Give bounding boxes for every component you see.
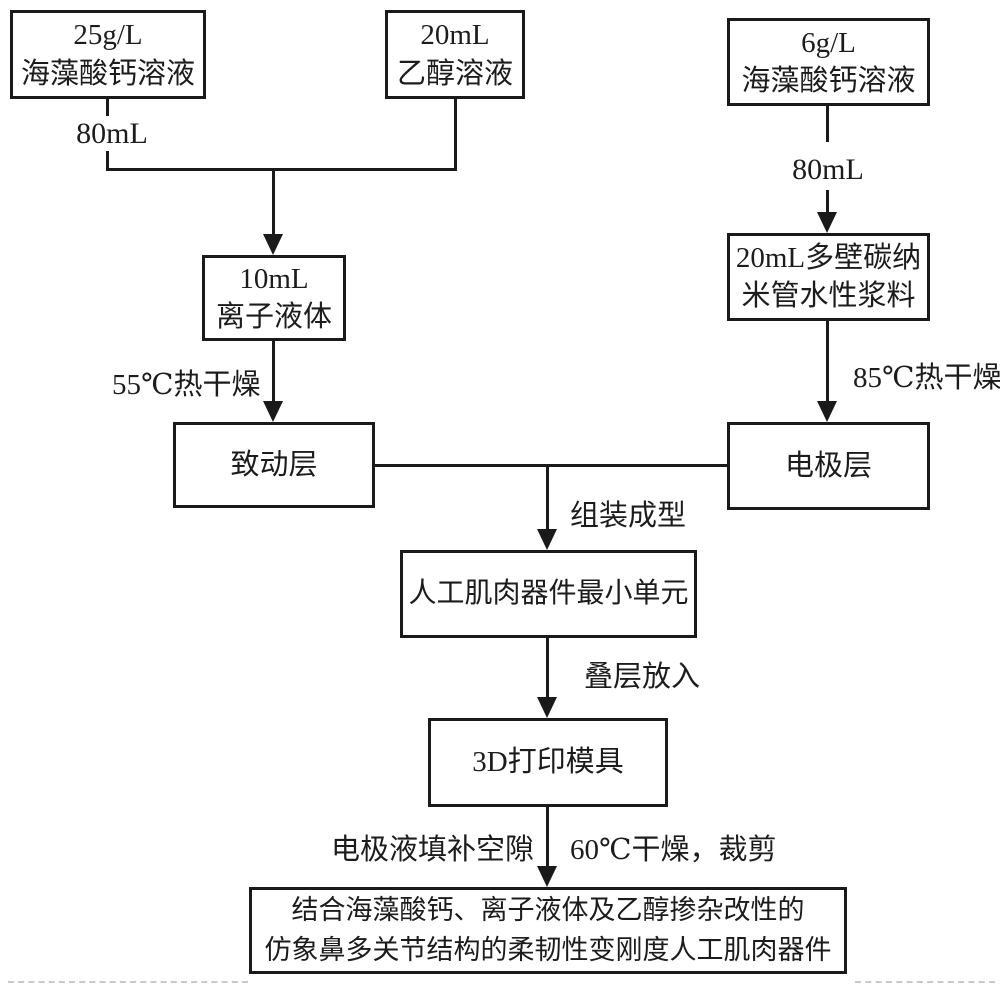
edge-label-left-volume: 80mL: [76, 117, 148, 150]
scan-artifact-line-left: [8, 981, 248, 983]
connector-alginate6-stub: [826, 106, 829, 142]
node-ionic-liquid-amount: 10mL: [239, 262, 309, 295]
node-cnt-slurry-line2: 米管水性浆料: [741, 280, 916, 312]
scan-artifact-line-right: [855, 981, 995, 983]
node-electrode-layer: 电极层: [727, 422, 930, 510]
arrowhead-final-device: [537, 866, 557, 887]
node-final-device-line2: 仿象鼻多关节结构的柔韧性变刚度人工肌肉器件: [264, 934, 832, 965]
node-alginate-6-amount: 6g/L: [801, 26, 856, 59]
connector-join-horizontal: [106, 168, 457, 171]
edge-label-right-volume: 80mL: [792, 153, 864, 186]
node-final-device: 结合海藻酸钙、离子液体及乙醇掺杂改性的 仿象鼻多关节结构的柔韧性变刚度人工肌肉器…: [249, 887, 847, 974]
node-alginate-25: 25g/L 海藻酸钙溶液: [10, 10, 206, 99]
node-print-mold: 3D打印模具: [428, 718, 668, 807]
arrowhead-cnt-slurry: [817, 212, 837, 233]
edge-label-dry-60-cut: 60℃干燥，裁剪: [570, 834, 777, 866]
arrowhead-print-mold: [537, 697, 557, 718]
node-ionic-liquid-name: 离子液体: [215, 301, 332, 333]
node-alginate-25-amount: 25g/L: [73, 19, 143, 52]
arrowhead-actuator-layer: [263, 401, 283, 422]
node-alginate-6: 6g/L 海藻酸钙溶液: [727, 18, 930, 106]
connector-to-electrode-layer: [826, 321, 829, 403]
node-ethanol-name: 乙醇溶液: [396, 57, 513, 90]
connector-to-actuator-layer: [272, 341, 275, 403]
node-electrode-layer-label: 电极层: [784, 449, 872, 482]
node-final-device-line1: 结合海藻酸钙、离子液体及乙醇掺杂改性的: [291, 895, 805, 926]
edge-label-dry-55: 55℃热干燥: [112, 369, 261, 401]
connector-to-final-device: [546, 807, 549, 867]
connector-alginate25-stub: [106, 99, 109, 116]
node-muscle-unit: 人工肌肉器件最小单元: [400, 550, 697, 638]
arrowhead-ionic-liquid: [263, 234, 283, 255]
node-ethanol: 20mL 乙醇溶液: [385, 10, 525, 99]
connector-to-print-mold: [546, 638, 549, 698]
arrowhead-electrode-layer: [817, 401, 837, 422]
edge-label-assemble: 组装成型: [570, 500, 687, 532]
connector-ethanol-stub: [454, 99, 457, 171]
node-actuator-layer: 致动层: [173, 422, 375, 508]
connector-to-cnt-slurry: [826, 190, 829, 215]
node-ethanol-amount: 20mL: [420, 19, 490, 52]
node-alginate-6-name: 海藻酸钙溶液: [741, 65, 916, 97]
connector-to-ionic-liquid: [272, 168, 275, 236]
edge-label-dry-85: 85℃热干燥: [853, 362, 1000, 394]
node-actuator-layer-label: 致动层: [230, 448, 318, 481]
connector-layers-horizontal: [375, 464, 727, 467]
edge-label-stack-insert: 叠层放入: [584, 661, 701, 693]
node-print-mold-label: 3D打印模具: [472, 746, 624, 779]
arrowhead-muscle-unit: [537, 529, 557, 550]
node-cnt-slurry: 20mL多壁碳纳 米管水性浆料: [727, 233, 930, 321]
connector-alginate25-resume: [106, 151, 109, 171]
connector-to-muscle-unit: [546, 464, 549, 530]
node-cnt-slurry-line1: 20mL多壁碳纳: [735, 241, 922, 274]
node-alginate-25-name: 海藻酸钙溶液: [20, 57, 195, 90]
edge-label-fill-gaps: 电极液填补空隙: [331, 834, 535, 866]
node-muscle-unit-label: 人工肌肉器件最小单元: [408, 577, 689, 609]
node-ionic-liquid: 10mL 离子液体: [202, 255, 346, 341]
